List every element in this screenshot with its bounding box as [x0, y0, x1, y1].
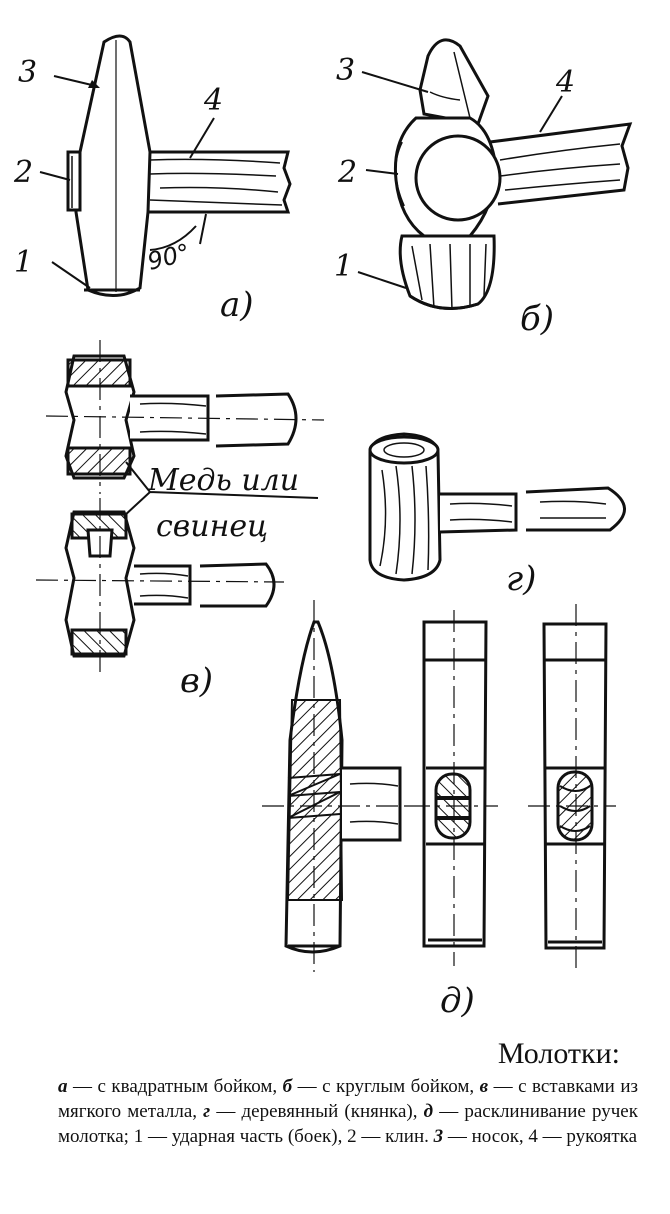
- caption-key-d: д: [423, 1101, 434, 1122]
- caption-key-g: г: [203, 1101, 211, 1122]
- caption-text-g: — деревянный (княнка),: [210, 1101, 424, 1122]
- panel-b-round-hammer: [357, 38, 633, 311]
- hammers-illustration: 3 2 4 1 90° а) 3 2 4 1 б): [13, 34, 633, 1021]
- figure-caption: Молотки: а — с квадратным бойком, б — с …: [58, 1036, 638, 1149]
- panel-a-angle-label: 90°: [145, 238, 193, 275]
- panel-b-sublabel: б): [520, 299, 554, 339]
- panel-a-callout-3: 3: [18, 55, 37, 90]
- panel-a-square-hammer: [39, 34, 292, 297]
- caption-key-b: б: [282, 1076, 293, 1097]
- caption-key-3: 3: [433, 1126, 444, 1147]
- panel-a-callout-1: 1: [14, 245, 33, 280]
- panel-d-wedging: [262, 600, 616, 972]
- panel-b-callout-3: 3: [336, 53, 355, 88]
- panel-v-note-line1: Медь или: [147, 463, 299, 498]
- panel-v-sublabel: в): [180, 661, 213, 701]
- panel-d-sublabel: д): [440, 981, 475, 1021]
- panel-g-wooden-mallet: [368, 432, 626, 582]
- panel-a-callout-2: 2: [13, 155, 33, 190]
- caption-text-a: — с квадратным бойком,: [67, 1076, 283, 1097]
- panel-b-callout-1: 1: [334, 249, 353, 284]
- panel-a-sublabel: а): [220, 285, 254, 325]
- caption-text-3: — носок, 4 — рукоятка: [443, 1126, 638, 1147]
- panel-b-callout-2: 2: [337, 155, 357, 190]
- caption-key-v: в: [479, 1076, 489, 1097]
- caption-text-v: — с вставками из мягкого металла,: [58, 1076, 638, 1122]
- caption-body: а — с квадратным бойком, б — с круглым б…: [58, 1074, 638, 1149]
- caption-title: Молотки:: [497, 1037, 620, 1070]
- panel-v-soft-insert-hammers: [35, 340, 325, 674]
- panel-b-callout-4: 4: [555, 65, 575, 100]
- caption-key-a: а: [58, 1076, 68, 1097]
- panel-v-note-line2: свинец: [156, 509, 268, 544]
- panel-g-sublabel: г): [506, 559, 536, 599]
- caption-text-d: — расклинивание ручек молотка; 1 — ударн…: [58, 1101, 638, 1147]
- panel-a-callout-4: 4: [203, 83, 223, 118]
- caption-text-b: — с круглым бойком,: [292, 1076, 480, 1097]
